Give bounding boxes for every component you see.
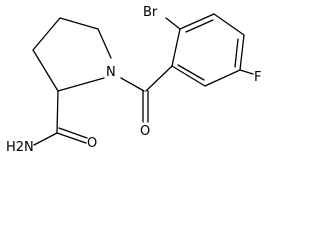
bond-ring-n-c5 [97, 28, 112, 59]
bond-ring-to-bromine [165, 17, 181, 30]
amide-oxygen-label: O [87, 136, 97, 151]
bond-ar-c5-c6 [204, 69, 241, 87]
bond-ar-c2-c3-inner [185, 19, 214, 33]
bond-carbonyl-to-ring [145, 65, 173, 92]
bond-ring-to-fluorine [239, 69, 254, 75]
molecule-canvas: Br N F O O H2N [6, 5, 261, 155]
bond-ar-c6-c1-inner [177, 64, 205, 81]
nitrogen-atom-label: N [106, 65, 116, 80]
bond-ar-c6-c1 [171, 65, 206, 87]
carboxamide-group [33, 90, 88, 146]
amide-nitrogen-label: H2N [6, 140, 34, 155]
bond-ring-c2-n [57, 77, 105, 92]
bond-amide-c-o-2 [58, 127, 88, 139]
bond-ring-c3-c2 [32, 49, 59, 92]
structure-diagram: Br N F O O H2N [6, 5, 261, 155]
bond-ar-c4-c5-inner [234, 38, 239, 68]
bond-ar-c3-c4 [213, 13, 245, 36]
bond-amide-c-n [33, 132, 58, 146]
bond-amide-c-o-1 [56, 132, 87, 144]
carbonyl-oxygen-label: O [140, 124, 150, 139]
carbonyl-linker [120, 65, 173, 123]
bond-n-carbonyl-carbon [120, 77, 145, 92]
bond-ar-c1-c2 [171, 28, 181, 67]
bond-ar-c4-c5 [239, 34, 245, 71]
benzene-ring [171, 13, 245, 87]
bond-ring-c5-c4 [59, 17, 99, 30]
fluorine-atom-label: F [254, 70, 261, 85]
bond-ar-c2-c3 [179, 13, 215, 30]
bromine-atom-label: Br [143, 5, 158, 20]
bond-ring-c4-c3 [32, 17, 61, 51]
pyrrolidine-ring [32, 17, 112, 92]
bond-c2-amide-carbon [56, 90, 59, 134]
